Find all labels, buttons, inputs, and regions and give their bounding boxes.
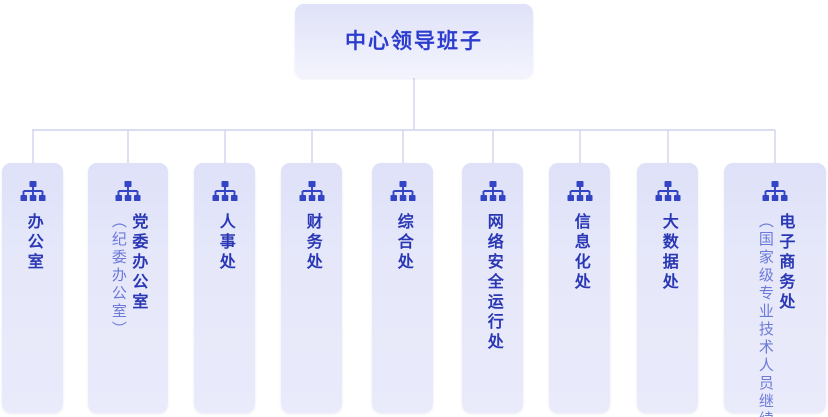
org-node-label-main: 电子商务处 bbox=[776, 213, 794, 313]
org-node-labels: 信息化处 bbox=[549, 213, 610, 413]
org-node-finance-department[interactable]: 财务处 bbox=[281, 163, 342, 413]
org-node-label-main: 办公室 bbox=[24, 213, 42, 273]
org-node-general-affairs-department[interactable]: 综合处 bbox=[372, 163, 433, 413]
org-node-office[interactable]: 办公室 bbox=[2, 163, 63, 413]
org-node-personnel-department[interactable]: 人事处 bbox=[194, 163, 255, 413]
sitemap-icon bbox=[762, 181, 788, 201]
org-node-labels: 网络安全运行处 bbox=[462, 213, 523, 413]
org-node-labels: 办公室 bbox=[2, 213, 63, 413]
sitemap-icon bbox=[480, 181, 505, 201]
root-node-title: 中心领导班子 bbox=[345, 29, 483, 53]
sitemap-icon bbox=[20, 181, 45, 201]
org-node-e-commerce-department[interactable]: 电子商务处（国家级专业技术人员继续教育处） bbox=[724, 163, 826, 417]
org-node-label-main: 大数据处 bbox=[659, 213, 677, 293]
org-node-big-data-department[interactable]: 大数据处 bbox=[637, 163, 698, 413]
org-node-labels: 党委办公室（纪委办公室） bbox=[88, 213, 168, 413]
org-node-labels: 大数据处 bbox=[637, 213, 698, 413]
sitemap-icon bbox=[115, 181, 141, 201]
org-node-label-sub: （国家级专业技术人员继续教育处） bbox=[756, 213, 774, 417]
sitemap-icon bbox=[655, 181, 680, 201]
org-node-labels: 综合处 bbox=[372, 213, 433, 413]
sitemap-icon bbox=[390, 181, 415, 201]
sitemap-icon bbox=[299, 181, 324, 201]
org-node-label-main: 信息化处 bbox=[571, 213, 589, 293]
root-node[interactable]: 中心领导班子 bbox=[295, 4, 533, 78]
org-node-label-main: 网络安全运行处 bbox=[484, 213, 502, 353]
org-node-label-main: 财务处 bbox=[303, 213, 321, 273]
org-node-labels: 财务处 bbox=[281, 213, 342, 413]
sitemap-icon bbox=[567, 181, 592, 201]
org-node-labels: 电子商务处（国家级专业技术人员继续教育处） bbox=[724, 213, 826, 417]
sitemap-icon bbox=[212, 181, 237, 201]
org-node-label-main: 人事处 bbox=[216, 213, 234, 273]
org-node-labels: 人事处 bbox=[194, 213, 255, 413]
org-node-label-main: 党委办公室 bbox=[129, 213, 147, 313]
org-node-party-committee-office[interactable]: 党委办公室（纪委办公室） bbox=[88, 163, 168, 413]
org-node-network-security-operations-department[interactable]: 网络安全运行处 bbox=[462, 163, 523, 413]
org-node-informatization-department[interactable]: 信息化处 bbox=[549, 163, 610, 413]
org-node-label-main: 综合处 bbox=[394, 213, 412, 273]
org-node-label-sub: （纪委办公室） bbox=[109, 213, 127, 339]
